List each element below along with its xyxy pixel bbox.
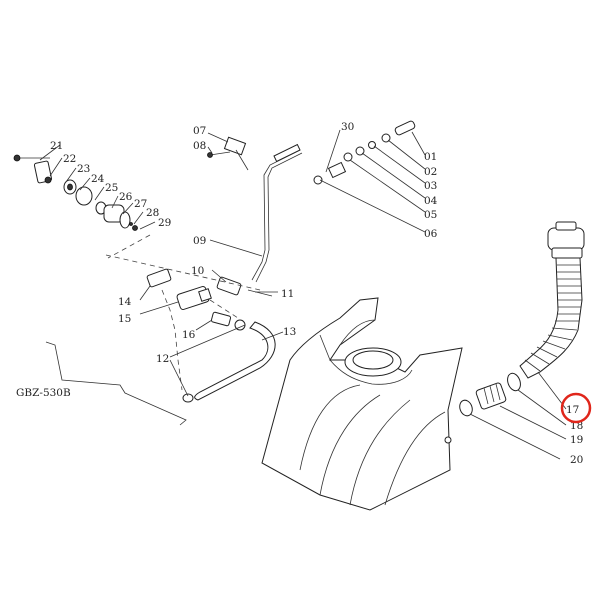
label-23: 23 xyxy=(77,163,90,175)
label-06: 06 xyxy=(424,228,438,240)
label-29: 29 xyxy=(158,217,171,229)
lever-cable-group xyxy=(207,132,303,297)
label-17: 17 xyxy=(566,404,579,416)
label-04: 04 xyxy=(424,195,438,207)
label-19: 19 xyxy=(570,434,583,446)
label-03: 03 xyxy=(424,180,437,192)
label-25: 25 xyxy=(105,182,118,194)
label-09: 09 xyxy=(193,235,206,247)
label-24: 24 xyxy=(91,173,105,185)
label-28: 28 xyxy=(146,207,159,219)
highlight-circle xyxy=(560,392,592,424)
left-hardware-group xyxy=(13,144,156,231)
label-21: 21 xyxy=(50,140,63,152)
label-26: 26 xyxy=(119,191,133,203)
part-labels: 01 02 03 04 05 06 07 08 09 10 11 12 13 1… xyxy=(16,121,583,466)
tank xyxy=(261,297,463,511)
hose-ribs xyxy=(524,264,582,372)
label-13: 13 xyxy=(283,326,296,338)
label-27: 27 xyxy=(134,198,147,210)
model-label: GBZ-530B xyxy=(16,387,71,399)
label-08: 08 xyxy=(193,140,206,152)
label-22: 22 xyxy=(63,153,76,165)
label-10: 10 xyxy=(191,265,204,277)
label-01: 01 xyxy=(424,151,437,163)
right-hardware-group xyxy=(313,120,426,233)
label-14: 14 xyxy=(118,296,132,308)
label-15: 15 xyxy=(118,313,131,325)
filler-neck-group xyxy=(459,221,585,460)
label-30: 30 xyxy=(341,121,354,133)
label-05: 05 xyxy=(424,209,437,221)
label-12: 12 xyxy=(156,353,169,365)
label-16: 16 xyxy=(182,329,196,341)
label-07: 07 xyxy=(193,125,206,137)
label-11: 11 xyxy=(281,288,294,300)
label-20: 20 xyxy=(570,454,583,466)
label-02: 02 xyxy=(424,166,437,178)
valve-group xyxy=(105,234,284,403)
model-callout xyxy=(45,341,187,426)
